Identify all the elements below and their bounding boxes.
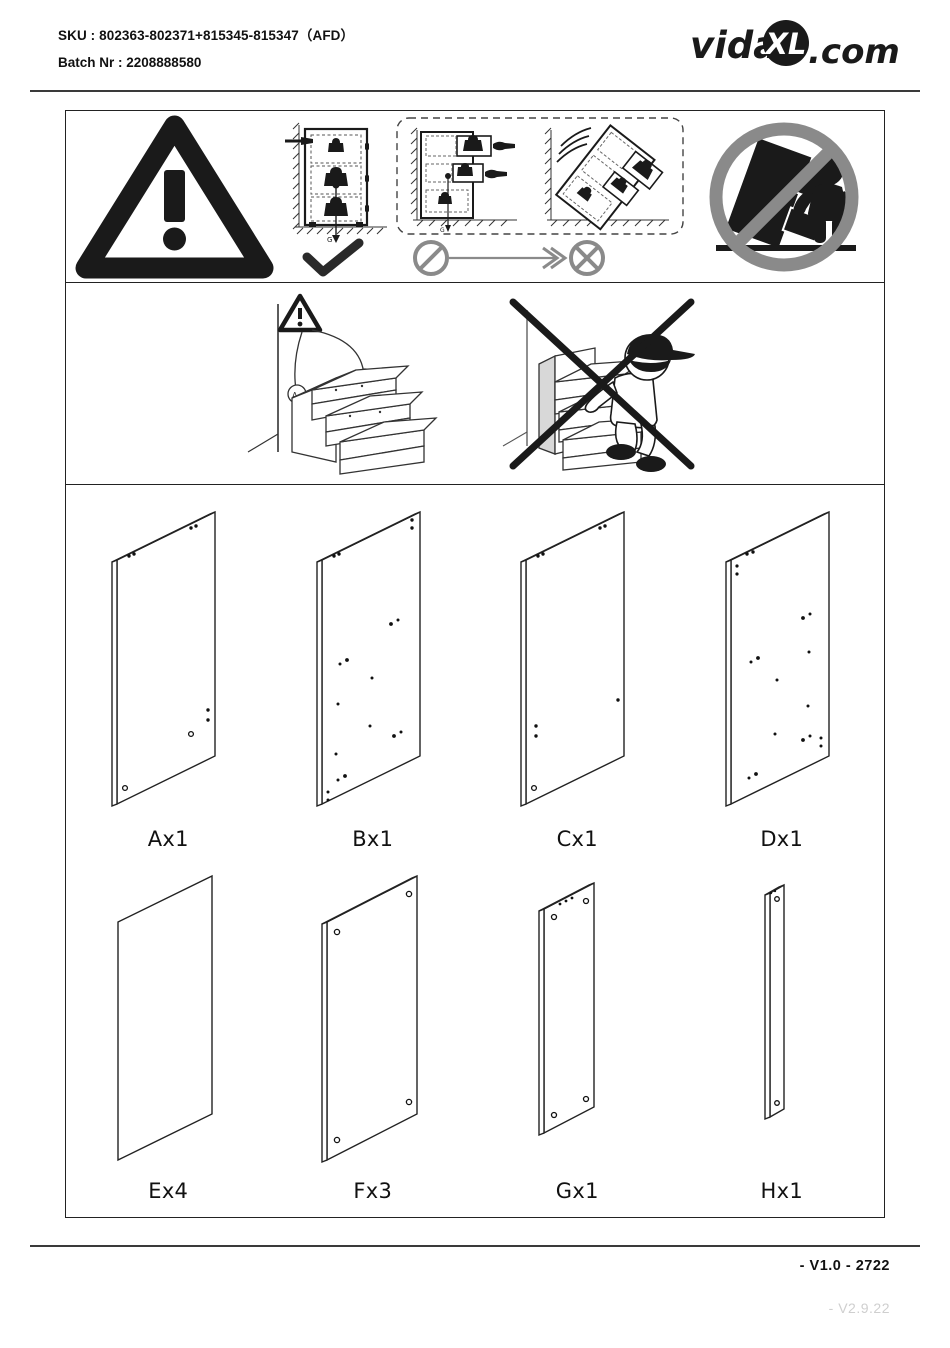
part-item-c: Cx1 [475, 488, 680, 853]
part-d-illustration [680, 488, 885, 827]
sku-label: SKU : 802363-802371+815345-815347（AFD） [58, 28, 355, 43]
batch-number-label: Batch Nr : 2208888580 [58, 55, 202, 70]
part-g-label: Gx1 [555, 1179, 599, 1203]
vidaxl-logo-icon: vida XL .com [690, 20, 900, 72]
part-h-illustration [680, 853, 885, 1179]
tip-over-sequence-cell: G [395, 116, 685, 278]
panel-c-icon [520, 510, 625, 807]
part-d-label: Dx1 [760, 827, 804, 851]
svg-text:.com: .com [808, 32, 900, 72]
crossed-circle-icon [568, 239, 605, 276]
child-crush-prohibition-cell [685, 117, 884, 277]
panel-a-icon [111, 510, 216, 807]
part-h-label: Hx1 [760, 1179, 803, 1203]
part-b-label: Bx1 [352, 827, 394, 851]
anchor-points-warning-icon [277, 293, 323, 332]
header-divider-rule [30, 90, 920, 92]
part-item-h: Hx1 [680, 853, 885, 1217]
arrow-right-icon [448, 246, 568, 269]
content-box: G [65, 110, 885, 1218]
part-c-label: Cx1 [556, 827, 598, 851]
prohibition-circle-icon [412, 239, 449, 276]
panel-d-icon [725, 510, 830, 807]
part-item-f: Fx3 [271, 853, 476, 1217]
chest-of-drawers-anchored-icon: A A [247, 293, 438, 475]
correct-anchoring-cell: G [283, 117, 395, 277]
part-item-d: Dx1 [680, 488, 885, 853]
panel-h-icon [764, 883, 785, 1121]
child-crushed-by-cabinet-prohibited-icon [709, 122, 859, 271]
part-a-label: Ax1 [147, 827, 189, 851]
part-f-illustration [271, 853, 476, 1179]
parts-row-2: Ex4 [66, 853, 884, 1217]
svg-text:A: A [292, 391, 298, 400]
anchored-drawers-cell: A A [240, 286, 455, 481]
panel-g-icon [538, 881, 595, 1137]
child-climbing-cell [495, 286, 710, 481]
checkmark-icon [302, 238, 364, 276]
part-f-label: Fx3 [353, 1179, 393, 1203]
panel-b-icon [316, 510, 421, 807]
svg-text:G: G [327, 236, 332, 244]
svg-text:G: G [440, 227, 445, 234]
part-item-g: Gx1 [475, 853, 680, 1217]
svg-text:XL: XL [764, 27, 807, 61]
part-item-b: Bx1 [271, 488, 476, 853]
section-divider-2 [66, 484, 884, 485]
part-e-illustration [66, 853, 271, 1179]
section-divider-1 [66, 282, 884, 283]
part-b-illustration [271, 488, 476, 827]
panel-e-icon [117, 874, 213, 1162]
page-header: SKU : 802363-802371+815345-815347（AFD） B… [0, 0, 950, 90]
warning-section: G [66, 111, 884, 282]
part-e-label: Ex4 [148, 1179, 189, 1203]
header-text-block: SKU : 802363-802371+815345-815347（AFD） B… [58, 24, 354, 70]
part-a-illustration [66, 488, 271, 827]
unanchored-cabinet-tips-over-prohibited-icon: G [395, 116, 684, 276]
parts-section: Ax1 [66, 484, 884, 1217]
footer-divider-rule [30, 1245, 920, 1247]
anchor-cabinet-to-wall-correct-icon: G [284, 122, 387, 276]
part-g-illustration [475, 853, 680, 1179]
warning-triangle-cell [66, 115, 283, 278]
parts-row-1: Ax1 [66, 488, 884, 853]
part-c-illustration [475, 488, 680, 827]
screw-icon [284, 136, 313, 145]
big-cross-icon [509, 298, 695, 469]
version-secondary: - V2.9.22 [828, 1300, 890, 1316]
child-climbing-drawers-prohibited-icon [502, 298, 695, 472]
part-item-a: Ax1 [66, 488, 271, 853]
do-not-climb-section: A A [66, 282, 884, 484]
panel-f-icon [321, 874, 418, 1164]
version-primary: - V1.0 - 2722 [799, 1258, 890, 1274]
part-item-e: Ex4 [66, 853, 271, 1217]
vidaxl-logo: vida XL .com [690, 18, 900, 74]
warning-triangle-exclamation-icon [75, 115, 274, 278]
